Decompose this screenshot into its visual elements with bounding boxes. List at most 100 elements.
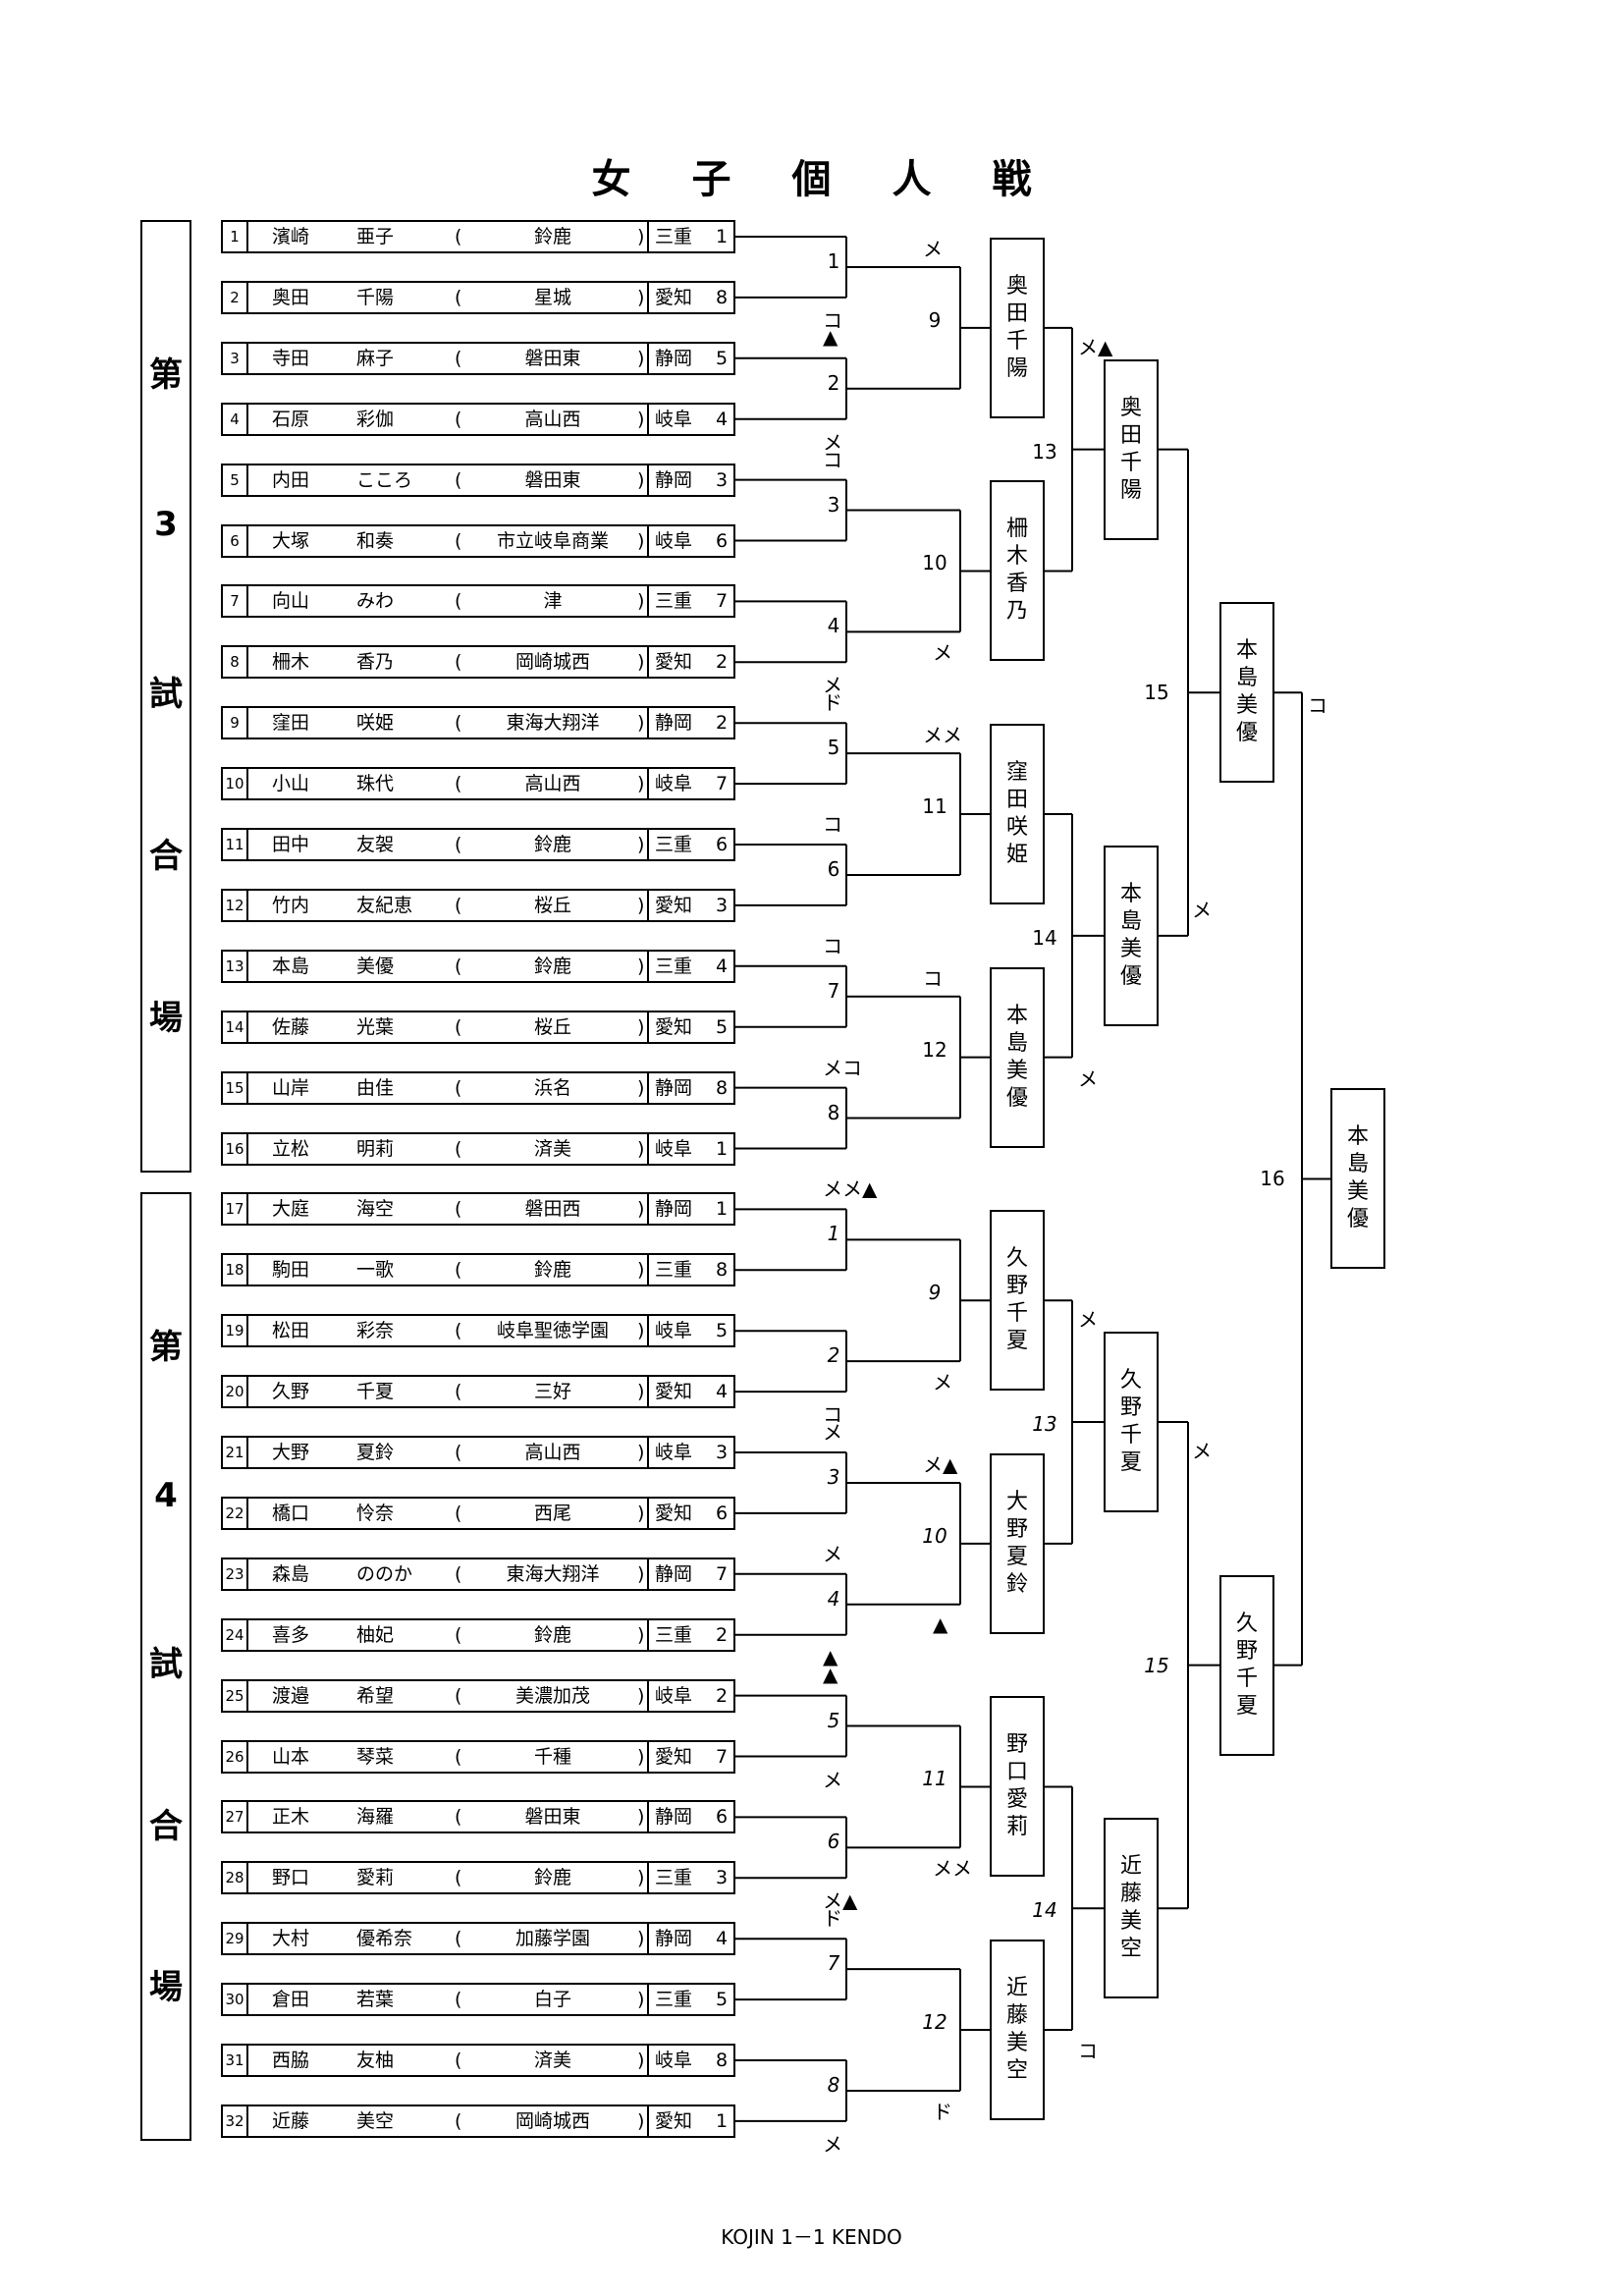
match-label-r4: 15	[1144, 681, 1169, 705]
venue-char: 試	[149, 1645, 183, 1685]
entry-name-cell: 濱崎亜子(鈴鹿)	[246, 220, 649, 253]
score-mark: メ	[923, 237, 943, 261]
family-name: 倉田	[272, 1989, 310, 2011]
paren-open: (	[455, 651, 462, 674]
paren-close: )	[637, 1137, 645, 1160]
paren-open: (	[455, 226, 462, 247]
winner-name-char: 空	[1119, 1937, 1142, 1962]
winner-name-char: 久	[1235, 1611, 1258, 1636]
winner-box-r2: 久野千夏	[990, 1210, 1045, 1392]
winner-name-char: 久	[1005, 1246, 1028, 1272]
venue-char: 試	[149, 675, 183, 715]
seed-number: 8	[716, 1076, 729, 1099]
entry-name-cell: 大野夏鈴(高山西)	[246, 1436, 649, 1469]
prefecture: 岐阜	[655, 1320, 693, 1342]
seed-number: 3	[716, 1867, 729, 1889]
score-mark: メ	[823, 1420, 842, 1445]
entry-name-cell: 小山珠代(高山西)	[246, 767, 649, 801]
school-name: 浜名	[533, 1076, 571, 1099]
entry-name-cell: 山岸由佳(浜名)	[246, 1070, 649, 1105]
prefecture: 静岡	[655, 347, 693, 369]
prefecture: 三重	[655, 226, 693, 247]
family-name: 大野	[272, 1442, 310, 1463]
seed-number: 4	[716, 955, 729, 977]
school-name: 加藤学園	[514, 1928, 590, 1950]
paren-close: )	[637, 468, 645, 491]
winner-name-char: 島	[1235, 666, 1258, 691]
paren-open: (	[455, 1562, 462, 1585]
paren-close: )	[637, 712, 645, 735]
paren-close: )	[637, 1745, 645, 1768]
entry-name-cell: 松田彩奈(岐阜聖徳学園)	[246, 1314, 649, 1348]
match-label-r2: 9	[928, 1281, 942, 1305]
winner-name-char: 野	[1005, 1516, 1028, 1542]
entry-name-cell: 山本琴菜(千種)	[246, 1739, 649, 1774]
school-name: 鈴鹿	[533, 226, 571, 247]
family-name: 森島	[272, 1562, 310, 1585]
winner-box-r2: 大野夏鈴	[990, 1452, 1045, 1634]
score-mark: ▲	[823, 1644, 839, 1668]
seed-number: 6	[716, 1502, 729, 1524]
winner-name-char: 本	[1346, 1124, 1369, 1150]
family-name: 向山	[272, 590, 310, 613]
paren-close: )	[637, 2109, 645, 2132]
entry-name-cell: 柵木香乃(岡崎城西)	[246, 645, 649, 680]
entry-name-cell: 石原彩伽(高山西)	[246, 402, 649, 436]
seed-number: 5	[716, 1989, 729, 2011]
winner-name-char: 香	[1005, 572, 1028, 597]
entry-name-cell: 正木海羅(磐田東)	[246, 1800, 649, 1834]
family-name: 佐藤	[272, 1015, 310, 1038]
family-name: 駒田	[272, 1259, 310, 1282]
winner-box-r2: 近藤美空	[990, 1940, 1045, 2121]
seed-number: 3	[716, 1442, 729, 1463]
seed-number: 1	[716, 2109, 729, 2132]
family-name: 山本	[272, 1745, 310, 1768]
entry-name-cell: 渡邉希望(美濃加茂)	[246, 1678, 649, 1713]
prefecture: 三重	[655, 1623, 693, 1646]
paren-close: )	[637, 1381, 645, 1403]
entry-name-cell: 立松明莉(済美)	[246, 1131, 649, 1166]
school-name: 岡崎城西	[514, 2109, 590, 2132]
school-name: 高山西	[524, 408, 581, 430]
entry-name-cell: 久野千夏(三好)	[246, 1375, 649, 1409]
score-mark: メ	[1192, 1439, 1212, 1463]
match-label-r1: 7	[827, 978, 840, 1003]
score-mark: コ	[823, 448, 842, 472]
score-mark: メ	[1078, 1307, 1098, 1332]
page-title: 女子個人戦	[591, 157, 1093, 202]
family-name: 正木	[272, 1806, 310, 1829]
winner-name-char: 咲	[1005, 815, 1028, 841]
match-label-r2: 12	[922, 2010, 947, 2035]
paren-open: (	[455, 1198, 462, 1221]
entry-name-cell: 奥田千陽(星城)	[246, 280, 649, 314]
entry-name-cell: 佐藤光葉(桜丘)	[246, 1010, 649, 1044]
score-mark: ▲	[933, 1612, 948, 1636]
match-label-r1: 5	[827, 1708, 840, 1732]
score-mark: メ▲	[923, 1452, 958, 1477]
prefecture: 岐阜	[655, 773, 693, 795]
entry-name-cell: 田中友袈(鈴鹿)	[246, 828, 649, 861]
paren-close: )	[637, 1259, 645, 1282]
champion-box: 本島美優	[1330, 1088, 1385, 1270]
score-mark: コ	[823, 1402, 842, 1427]
winner-box-r2: 窪田咲姫	[990, 724, 1045, 905]
paren-close: )	[637, 226, 645, 247]
prefecture: 静岡	[655, 1076, 693, 1099]
prefecture: 岐阜	[655, 2050, 693, 2071]
paren-close: )	[637, 1320, 645, 1342]
venue-char: 場	[149, 1967, 183, 2007]
school-name: 岡崎城西	[514, 651, 590, 674]
score-mark: メメ▲	[823, 1176, 878, 1201]
paren-close: )	[637, 590, 645, 613]
given-name: 美空	[356, 2109, 395, 2132]
seed-number: 1	[716, 226, 729, 247]
winner-name-char: 奥	[1119, 395, 1142, 420]
winner-name-char: 木	[1005, 544, 1028, 570]
family-name: 大庭	[272, 1198, 310, 1221]
